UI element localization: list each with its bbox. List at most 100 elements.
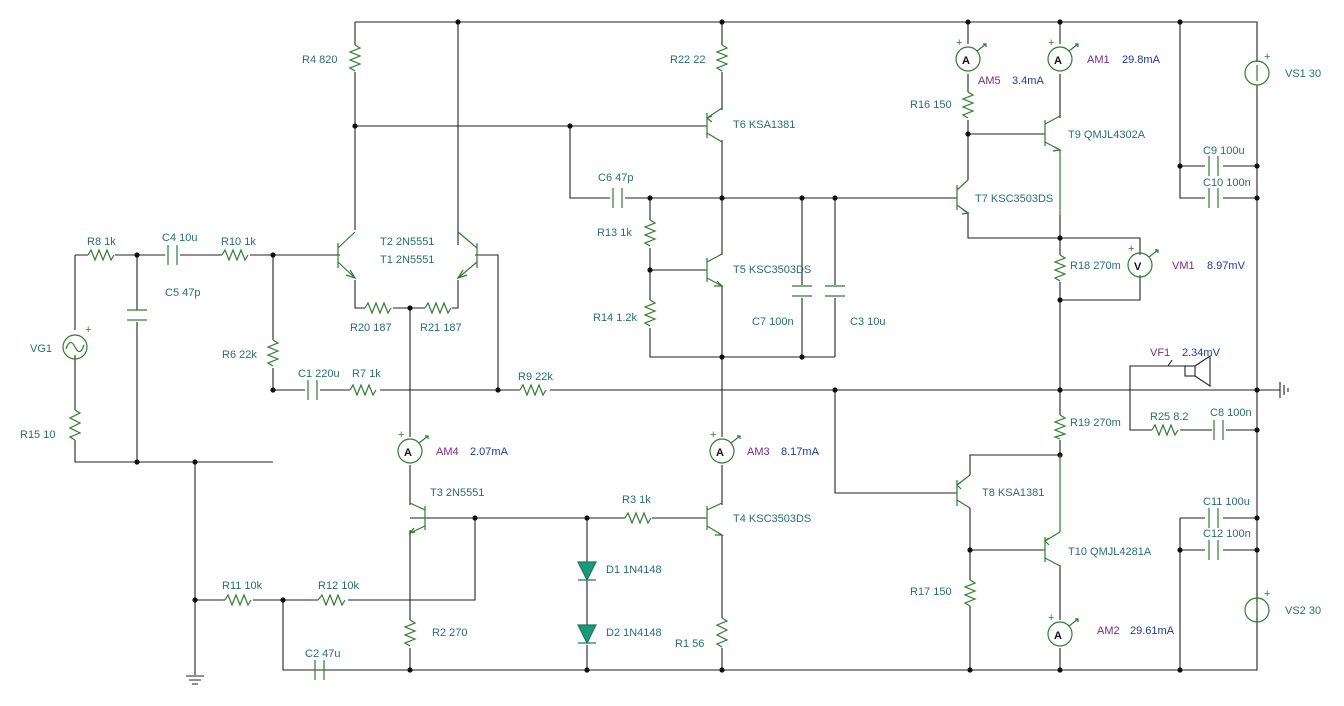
capacitor-c2: [314, 660, 325, 680]
resistor-r12: [317, 593, 346, 607]
svg-text:A: A: [1054, 55, 1062, 67]
label-t3: T3 2N5551: [430, 487, 484, 499]
label-vs2: VS2 30: [1285, 605, 1321, 617]
svg-text:A: A: [716, 447, 724, 459]
label-d1: D1 1N4148: [606, 564, 662, 576]
output-ground-icon: [1279, 382, 1289, 398]
label-c2: C2 47u: [305, 648, 340, 660]
resistor-r2: [403, 619, 417, 647]
capacitor-c8: [1213, 420, 1224, 440]
resistor-r17: [963, 579, 977, 607]
resistors: [68, 44, 1179, 648]
label-r25: R25 8.2: [1150, 411, 1189, 423]
ammeter-icon-am4: A +: [397, 429, 429, 464]
label-r15: R15 10: [20, 429, 55, 441]
transistor-t9: [1043, 115, 1062, 215]
label-r20: R20 187: [350, 322, 392, 334]
resistor-r15: [68, 409, 82, 441]
am3-value: 8.17mA: [781, 446, 820, 458]
transistor-t2: [456, 231, 478, 280]
label-r9: R9 22k: [518, 371, 553, 383]
transistor-t1: [337, 231, 357, 280]
ammeter-icon-am5: A +: [955, 37, 987, 72]
vm1-value: 8.97mV: [1207, 260, 1246, 272]
label-r11: R11 10k: [222, 580, 263, 592]
am4-name: AM4: [436, 446, 459, 458]
am1-name: AM1: [1087, 54, 1110, 66]
resistor-r16: [961, 91, 975, 119]
svg-text:+: +: [956, 37, 962, 49]
label-t4: T4 KSC3503DS: [733, 513, 811, 525]
capacitor-c11: [1208, 508, 1219, 528]
svg-text:A: A: [1054, 630, 1062, 642]
label-vf1: VF1: [1150, 347, 1170, 359]
capacitor-c3: [825, 285, 845, 297]
transistor-t7: [955, 179, 970, 215]
resistor-r3: [624, 511, 652, 525]
label-d2: D2 1N4148: [606, 627, 662, 639]
label-r22: R22 22: [670, 54, 705, 66]
label-c8: C8 100n: [1210, 407, 1252, 419]
label-c9: C9 100u: [1203, 145, 1245, 157]
ammeter-icon-am1: A +: [1047, 37, 1079, 72]
resistor-r18: [1053, 254, 1067, 282]
resistor-r14: [643, 299, 657, 327]
svg-text:+: +: [1048, 612, 1054, 624]
label-c7: C7 100n: [752, 316, 794, 328]
am2-value: 29.61mA: [1130, 625, 1175, 637]
label-vs1: VS1 30: [1285, 68, 1321, 80]
label-t9: T9 QMJL4302A: [1068, 129, 1146, 141]
label-vg1: VG1: [30, 343, 52, 355]
label-c6: C6 47p: [598, 172, 633, 184]
am3-name: AM3: [747, 446, 770, 458]
capacitor-c1: [307, 380, 318, 400]
transistor-t10: [1043, 455, 1061, 567]
label-r14: R14 1.2k: [593, 312, 638, 324]
label-c5: C5 47p: [165, 287, 200, 299]
label-r18: R18 270m: [1070, 260, 1121, 272]
label-r16: R16 150: [910, 99, 952, 111]
speaker-icon: [1167, 354, 1211, 388]
label-t6: T6 KSA1381: [733, 119, 795, 131]
label-r1: R1 56: [675, 638, 704, 650]
label-t10: T10 QMJL4281A: [1068, 546, 1152, 558]
label-c3: C3 10u: [850, 316, 885, 328]
resistor-r13: [643, 219, 657, 247]
label-t5: T5 KSC3503DS: [733, 264, 811, 276]
label-t2: T2 2N5551: [380, 236, 434, 248]
ground-icon: [186, 675, 204, 685]
label-c10: C10 100n: [1203, 177, 1251, 189]
svg-text:+: +: [1128, 243, 1134, 255]
ammeter-icon-am2: A +: [1047, 612, 1079, 647]
ammeter-icon-am3: A +: [709, 429, 741, 464]
meter-readings: AM5 3.4mA AM1 29.8mA VM1 8.97mV 2.34mV A…: [436, 54, 1246, 637]
dc-source-vs2: +: [1244, 588, 1270, 623]
svg-text:A: A: [962, 55, 970, 67]
label-r8: R8 1k: [87, 236, 116, 248]
label-r7: R7 1k: [352, 368, 381, 380]
capacitor-c5: [127, 309, 147, 321]
label-r2: R2 270: [432, 627, 467, 639]
vf1-value: 2.34mV: [1182, 347, 1221, 359]
am5-name: AM5: [978, 75, 1001, 87]
svg-text:+: +: [1048, 37, 1054, 49]
label-t1: T1 2N5551: [380, 254, 434, 266]
capacitor-c9: [1208, 156, 1219, 176]
label-t8: T8 KSA1381: [982, 487, 1044, 499]
resistor-r9: [519, 383, 547, 397]
label-r6: R6 22k: [222, 349, 257, 361]
transistor-t3: [408, 502, 427, 534]
label-r17: R17 150: [910, 586, 952, 598]
transistor-t4: [705, 502, 725, 536]
resistor-r1: [715, 617, 729, 648]
svg-text:V: V: [1134, 261, 1142, 273]
am5-value: 3.4mA: [1012, 75, 1044, 87]
capacitor-c10: [1208, 188, 1219, 208]
resistor-r22: [715, 44, 729, 72]
diode-d2: [577, 624, 597, 645]
resistor-r7: [349, 383, 377, 397]
label-t7: T7 KSC3503DS: [975, 193, 1053, 205]
junctions: [134, 19, 1260, 673]
label-r10: R10 1k: [221, 236, 256, 248]
